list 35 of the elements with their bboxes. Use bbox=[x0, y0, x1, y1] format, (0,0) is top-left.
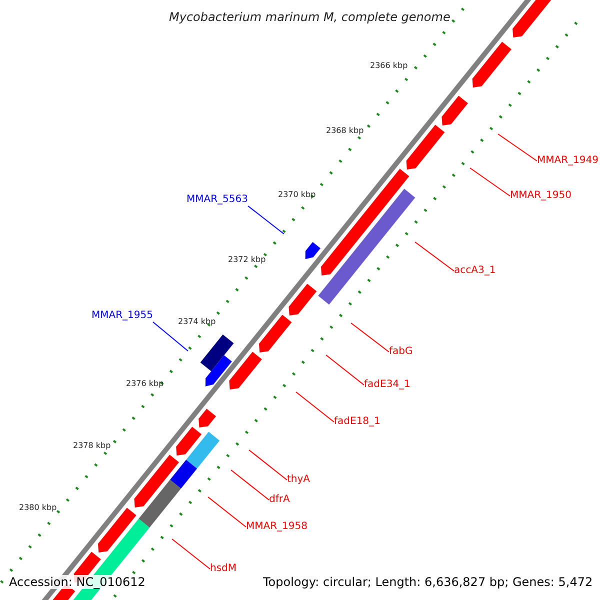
leader-line bbox=[248, 206, 284, 234]
map-title: Mycobacterium marinum M, complete genome bbox=[169, 11, 450, 23]
scale-label: 2380 kbp bbox=[19, 504, 57, 512]
scale-label: 2366 kbp bbox=[370, 62, 408, 70]
gene-label: MMAR_1955 bbox=[92, 311, 153, 321]
gene-label: MMAR_1949 bbox=[537, 156, 598, 166]
gene-label: thyA bbox=[287, 475, 310, 485]
leader-line bbox=[172, 538, 210, 570]
gene-label: MMAR_1950 bbox=[510, 191, 572, 201]
gene-label: fabG bbox=[389, 347, 413, 357]
leader-line bbox=[296, 392, 334, 422]
scale-label: 2378 kbp bbox=[73, 442, 111, 450]
leader-line bbox=[470, 168, 510, 196]
gene-label: fadE34_1 bbox=[364, 380, 410, 390]
gene-label: MMAR_5563 bbox=[186, 195, 248, 205]
gene-label: fadE18_1 bbox=[334, 417, 380, 427]
leader-line bbox=[208, 496, 246, 528]
gene-label: hsdM bbox=[210, 564, 237, 574]
gene-label: dfrA bbox=[269, 495, 290, 505]
leader-line bbox=[326, 354, 364, 386]
leader-line bbox=[248, 450, 288, 480]
footer-text: Accession: NC_010612 bbox=[9, 575, 146, 589]
scale-label: 2370 kbp bbox=[278, 191, 316, 199]
leader-line bbox=[230, 470, 270, 500]
gene-label: accA3_1 bbox=[454, 266, 496, 276]
gene-label: MMAR_1958 bbox=[246, 522, 308, 532]
scale-label: 2372 kbp bbox=[228, 256, 266, 264]
scale-label: 2368 kbp bbox=[326, 127, 364, 135]
scale-label: 2376 kbp bbox=[126, 380, 164, 388]
scale-label: 2374 kbp bbox=[178, 318, 216, 326]
footer-text: Topology: circular; Length: 6,636,827 bp; Genes: 5,472 bbox=[263, 575, 593, 589]
leader-line bbox=[498, 134, 538, 162]
leader-line bbox=[152, 322, 188, 352]
leader-line bbox=[350, 322, 390, 352]
leader-line bbox=[414, 242, 454, 272]
